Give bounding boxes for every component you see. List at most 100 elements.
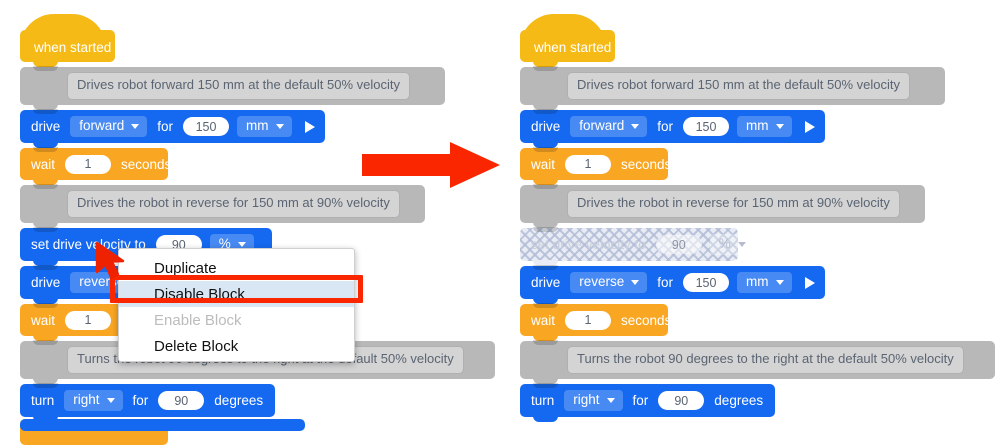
direction-dropdown[interactable]: right	[564, 390, 623, 411]
comment-text: Drives robot forward 150 mm at the defau…	[567, 72, 910, 100]
play-icon[interactable]	[278, 394, 289, 407]
block-when-started[interactable]: when started	[20, 14, 115, 67]
play-icon[interactable]	[778, 394, 789, 407]
unit-value: %	[718, 236, 731, 252]
block-drive-forward[interactable]: drive forward for 150 mm	[20, 109, 325, 148]
for-label: for	[657, 119, 674, 134]
block-drive-forward[interactable]: drive forward for 150 mm	[520, 109, 825, 148]
block-label: drive	[531, 275, 561, 290]
degrees-input[interactable]: 90	[658, 391, 705, 410]
wait-seconds-input[interactable]: 1	[65, 154, 112, 174]
chevron-down-icon	[106, 397, 115, 403]
chevron-down-icon	[737, 241, 746, 247]
block-wait[interactable]: wait 1 seconds	[20, 147, 172, 185]
hat-dome	[520, 14, 606, 48]
unit-dropdown[interactable]: mm	[237, 116, 292, 137]
block-drive-reverse[interactable]: drive reverse for 150 mm	[520, 265, 825, 304]
chevron-down-icon	[606, 397, 615, 403]
for-label: for	[657, 275, 674, 290]
distance-input[interactable]: 150	[183, 117, 230, 136]
unit-value: %	[218, 236, 231, 252]
for-label: for	[157, 119, 174, 134]
transition-arrow-icon	[362, 142, 500, 188]
menu-item-enable-block: Enable Block	[154, 311, 242, 329]
block-turn-right[interactable]: turn right for 90 degrees	[520, 383, 789, 422]
direction-value: right	[73, 392, 100, 408]
unit-label: seconds	[121, 156, 172, 172]
direction-value: right	[573, 392, 600, 408]
unit-value: mm	[246, 118, 269, 134]
block-label: drive	[31, 119, 61, 134]
unit-dropdown[interactable]: mm	[737, 272, 792, 293]
unit-label: seconds	[621, 312, 672, 328]
block-label: drive	[31, 275, 61, 290]
comment-text: Drives the robot in reverse for 150 mm a…	[67, 190, 400, 218]
menu-item-delete-block[interactable]: Delete Block	[154, 337, 239, 355]
direction-dropdown[interactable]: reverse	[570, 272, 648, 293]
unit-label: degrees	[214, 393, 264, 408]
chevron-down-icon	[237, 241, 246, 247]
block-label: wait	[531, 156, 556, 172]
distance-input[interactable]: 150	[683, 273, 730, 292]
before-workspace: when started Drives robot forward 150 mm…	[20, 14, 495, 445]
comment-text: Drives robot forward 150 mm at the defau…	[67, 72, 410, 100]
block-label: when started	[534, 40, 612, 55]
direction-dropdown[interactable]: right	[64, 390, 123, 411]
chevron-down-icon	[275, 123, 284, 129]
block-wait[interactable]: wait 1 seconds	[520, 147, 672, 185]
block-label: wait	[531, 312, 556, 328]
for-label: for	[632, 393, 649, 408]
distance-input[interactable]: 150	[683, 117, 730, 136]
wait-seconds-input[interactable]: 1	[65, 310, 112, 330]
comment-text: Drives the robot in reverse for 150 mm a…	[567, 190, 900, 218]
unit-dropdown[interactable]: mm	[737, 116, 792, 137]
unit-label: seconds	[621, 156, 672, 172]
comment-block[interactable]: Drives robot forward 150 mm at the defau…	[520, 66, 945, 110]
block-label: wait	[31, 156, 56, 172]
comment-block[interactable]: Drives robot forward 150 mm at the defau…	[20, 66, 445, 110]
after-workspace: when started Drives robot forward 150 mm…	[500, 0, 997, 445]
direction-dropdown[interactable]: forward	[570, 116, 648, 137]
play-icon[interactable]	[804, 276, 815, 289]
for-label: for	[132, 393, 149, 408]
block-set-drive-velocity-disabled[interactable]: set drive velocity to 90 %	[520, 227, 754, 266]
block-label: turn	[31, 393, 55, 408]
comment-block[interactable]: Drives the robot in reverse for 150 mm a…	[20, 184, 425, 228]
wait-seconds-input[interactable]: 1	[565, 154, 612, 174]
block-label: wait	[31, 312, 56, 328]
direction-value: forward	[79, 118, 125, 134]
comment-text: Turns the robot 90 degrees to the right …	[567, 346, 964, 374]
unit-value: mm	[746, 274, 769, 290]
block-when-started[interactable]: when started	[520, 14, 615, 67]
velocity-unit-dropdown[interactable]: %	[709, 234, 754, 255]
degrees-input[interactable]: 90	[158, 391, 205, 410]
block-wait[interactable]: wait 1 seconds	[520, 303, 672, 341]
chevron-down-icon	[775, 123, 784, 129]
highlight-box-disable-block	[110, 275, 363, 303]
play-icon[interactable]	[804, 120, 815, 133]
direction-dropdown[interactable]: forward	[70, 116, 148, 137]
mouse-pointer-icon	[95, 241, 125, 280]
chevron-down-icon	[631, 123, 640, 129]
comment-block[interactable]: Drives the robot in reverse for 150 mm a…	[520, 184, 925, 228]
velocity-input[interactable]: 90	[655, 235, 702, 254]
block-label: set drive velocity to	[31, 237, 146, 252]
direction-value: forward	[579, 118, 625, 134]
direction-value: reverse	[579, 274, 625, 290]
unit-label: degrees	[714, 393, 764, 408]
clipped-block-blue	[20, 419, 305, 431]
block-label: turn	[531, 393, 555, 408]
wait-seconds-input[interactable]: 1	[565, 310, 612, 330]
block-label: drive	[531, 119, 561, 134]
play-icon[interactable]	[304, 120, 315, 133]
block-turn-right[interactable]: turn right for 90 degrees	[20, 383, 289, 422]
chevron-down-icon	[631, 279, 640, 285]
hat-dome	[20, 14, 106, 48]
menu-item-duplicate[interactable]: Duplicate	[154, 259, 217, 277]
context-menu[interactable]: Duplicate Disable Block Enable Block Del…	[118, 248, 355, 362]
chevron-down-icon	[131, 123, 140, 129]
chevron-down-icon	[775, 279, 784, 285]
unit-value: mm	[746, 118, 769, 134]
block-label: set drive velocity to	[531, 237, 646, 252]
comment-block[interactable]: Turns the robot 90 degrees to the right …	[520, 340, 995, 384]
